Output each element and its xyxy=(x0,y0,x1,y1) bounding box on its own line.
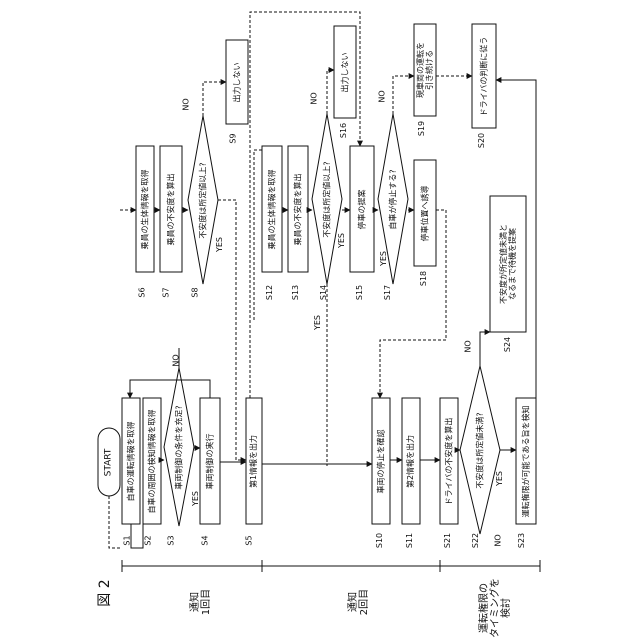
s13-text: 乗員の不安度を算出 xyxy=(294,173,303,245)
step-label-s20: S20 xyxy=(477,133,486,148)
s15-text: 停車の提案 xyxy=(358,189,367,229)
step-label-s2: S2 xyxy=(144,535,153,545)
s3-node: 車両制御の条件を充足? xyxy=(164,368,194,526)
flow-arrow-17 xyxy=(480,332,490,366)
no-label-3: NO xyxy=(378,90,387,102)
step-label-s6: S6 xyxy=(138,287,147,297)
s8-node: 不安度は所定値以上? xyxy=(188,116,218,284)
flow-arrow-25 xyxy=(393,76,414,114)
s9-node: 出力しない xyxy=(226,40,248,124)
no-label-0: NO xyxy=(172,354,181,366)
s1-node: 自車の運転情報を取得 xyxy=(122,398,140,524)
step-label-s16: S16 xyxy=(339,123,348,138)
step-label-s7: S7 xyxy=(162,287,171,297)
step-label-s19: S19 xyxy=(417,121,426,136)
figure-label: 図 2 xyxy=(100,573,116,613)
s16-node: 出力しない xyxy=(334,26,356,118)
s17-text: 自車が停止する? xyxy=(389,169,398,229)
section-notice2: 通知 2回目 xyxy=(348,572,372,632)
step-label-s21: S21 xyxy=(443,533,452,548)
s5-node: 第1情報を出力 xyxy=(246,398,262,524)
s14-node: 不安度は所定値以上? xyxy=(312,114,342,284)
s4-node: 車両制御の実行 xyxy=(200,398,220,524)
s12-text: 乗員の生体情報を取得 xyxy=(268,169,277,249)
s2-node: 自車の周囲の検知情報を取得 xyxy=(143,398,161,524)
s16-text: 出力しない xyxy=(341,52,350,92)
step-label-s23: S23 xyxy=(517,533,526,548)
s11-node: 第2情報を出力 xyxy=(402,398,420,524)
yes-label-3: YES xyxy=(313,315,322,330)
step-label-s11: S11 xyxy=(405,533,414,548)
section-notice1: 通知 1回目 xyxy=(190,572,214,632)
s20-node: ドライバの判断に従う xyxy=(472,24,496,128)
s21-node: ドライバの不安度を算出 xyxy=(440,398,458,524)
no-label-5: NO xyxy=(494,534,503,546)
step-label-s5: S5 xyxy=(245,535,254,545)
s11-text: 第2情報を出力 xyxy=(407,434,416,487)
step-label-s14: S14 xyxy=(319,285,328,300)
step-label-s10: S10 xyxy=(375,533,384,548)
no-label-1: NO xyxy=(182,98,191,110)
s18-node: 停車位置へ誘導 xyxy=(414,160,436,266)
s6-text: 乗員の生体情報を取得 xyxy=(141,169,150,249)
s19-node: 現車両の運転を 引き続ける xyxy=(414,24,436,116)
step-label-s9: S9 xyxy=(229,133,238,143)
no-label-4: NO xyxy=(464,340,473,352)
flow-arrow-10 xyxy=(203,82,226,116)
step-label-s3: S3 xyxy=(167,535,176,545)
s18-text: 停車位置へ誘導 xyxy=(421,185,430,241)
s4-text: 車両制御の実行 xyxy=(206,433,215,489)
s21-text: ドライバの不安度を算出 xyxy=(445,417,454,505)
s8-text: 不安度は所定値以上? xyxy=(199,162,208,238)
step-label-s1: S1 xyxy=(123,535,132,545)
s23-node: 運転権限が可能である旨を検知 xyxy=(516,398,536,524)
yes-label-2: YES xyxy=(337,233,346,248)
step-label-s22: S22 xyxy=(471,533,480,548)
yes-label-0: YES xyxy=(191,491,200,506)
yes-label-1: YES xyxy=(215,237,224,252)
s22-text: 不安度は所定値未満? xyxy=(476,412,485,488)
step-label-s24: S24 xyxy=(503,337,512,352)
s22-node: 不安度は所定値未満? xyxy=(460,366,500,534)
s10-node: 車両の停止を確認 xyxy=(372,398,390,524)
no-label-2: NO xyxy=(310,92,319,104)
step-label-s17: S17 xyxy=(383,285,392,300)
step-label-s13: S13 xyxy=(291,285,300,300)
s24-node: 不安度が所定値未満と なるまで待機を提案 xyxy=(490,196,526,332)
start-node: START xyxy=(98,428,120,496)
s24-text: 不安度が所定値未満と なるまで待機を提案 xyxy=(499,224,517,304)
yes-label-4: YES xyxy=(379,251,388,266)
step-label-s4: S4 xyxy=(201,535,210,545)
s10-text: 車両の停止を確認 xyxy=(377,429,386,493)
yes-label-5: YES xyxy=(495,471,504,486)
s15-node: 停車の提案 xyxy=(350,146,374,272)
s7-node: 乗員の不安度を算出 xyxy=(160,146,182,272)
s14-text: 不安度は所定値以上? xyxy=(323,161,332,237)
flow-arrow-30 xyxy=(254,150,262,320)
section-takeover: 運転権限の タイミングを 検討 xyxy=(479,573,515,643)
step-label-s18: S18 xyxy=(419,271,428,286)
s23-text: 運転権限が可能である旨を検知 xyxy=(522,405,531,517)
s5-text: 第1情報を出力 xyxy=(250,434,259,487)
step-label-s12: S12 xyxy=(265,285,274,300)
s12-node: 乗員の生体情報を取得 xyxy=(262,146,282,272)
s19-text: 現車両の運転を 引き続ける xyxy=(416,42,434,98)
s6-node: 乗員の生体情報を取得 xyxy=(136,146,154,272)
step-label-s8: S8 xyxy=(191,287,200,297)
flow-arrow-24 xyxy=(327,70,334,114)
s3-text: 車両制御の条件を充足? xyxy=(175,405,184,489)
start-text: START xyxy=(105,448,114,476)
flow-arrow-1 xyxy=(131,524,143,548)
s13-node: 乗員の不安度を算出 xyxy=(288,146,308,272)
step-label-s15: S15 xyxy=(355,285,364,300)
flow-arrow-0 xyxy=(109,496,122,548)
s2-text: 自車の周囲の検知情報を取得 xyxy=(148,409,157,513)
s20-text: ドライバの判断に従う xyxy=(480,36,489,116)
s9-text: 出力しない xyxy=(233,62,242,102)
s7-text: 乗員の不安度を算出 xyxy=(167,173,176,245)
s1-text: 自車の運転情報を取得 xyxy=(127,421,136,501)
